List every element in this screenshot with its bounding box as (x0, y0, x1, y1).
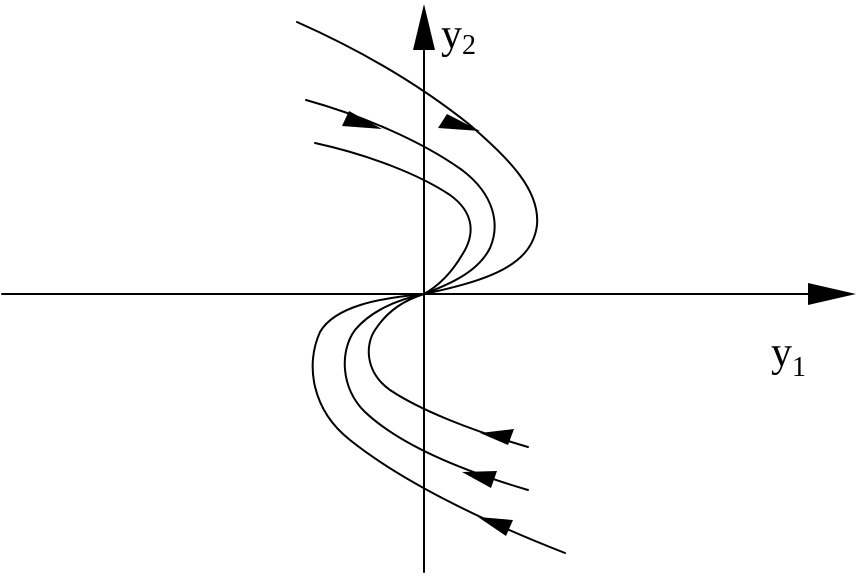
y1-axis-label-subscript: 1 (792, 352, 806, 383)
trajectory-lower-middle (343, 293, 529, 491)
y2-axis-label-subscript: 2 (462, 30, 476, 61)
y1-axis-arrowhead (808, 283, 856, 305)
trajectory-lower-outer-arrow (478, 517, 513, 536)
y2-axis-arrowhead (413, 4, 435, 50)
trajectory-lower-middle-arrow (462, 471, 497, 488)
y1-axis-label: y1 (771, 330, 806, 383)
trajectory-upper-outer (296, 21, 539, 295)
trajectory-upper-outer-arrow (438, 114, 480, 131)
y2-axis-label: y2 (441, 12, 476, 61)
trajectory-upper-inner (314, 142, 472, 295)
trajectory-upper-middle (305, 99, 496, 295)
trajectory-lower-outer (311, 293, 566, 554)
y1-axis-label-base: y (771, 330, 792, 376)
trajectory-lower-inner-arrow (480, 429, 514, 445)
trajectory-lower-inner (367, 293, 529, 448)
trajectory-upper-middle-arrow (342, 111, 382, 129)
y2-axis-label-base: y (441, 12, 462, 58)
